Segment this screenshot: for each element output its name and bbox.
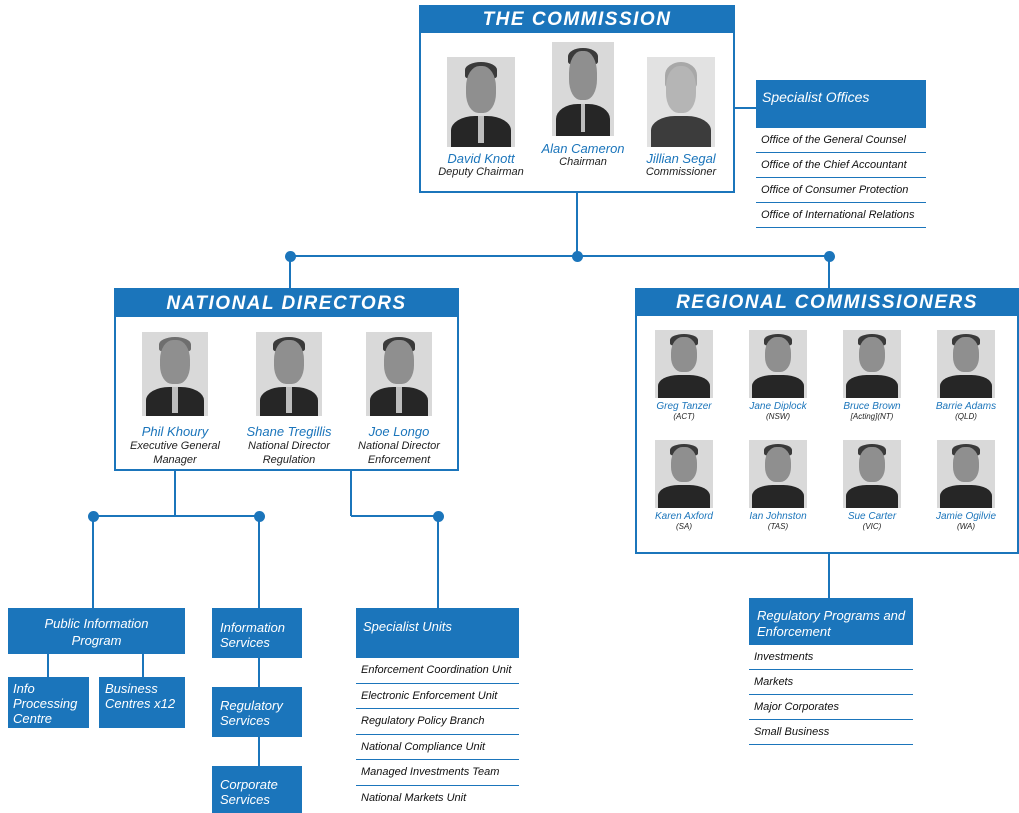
- person-name: Jillian Segal: [646, 151, 716, 166]
- regional-commissioner-person: Karen Axford(SA): [637, 440, 731, 531]
- person-role: Chairman: [559, 156, 607, 168]
- regional-commissioner-person: Sue Carter(VIC): [825, 440, 919, 531]
- list-item: Office of the Chief Accountant: [756, 153, 926, 178]
- regional-commissioners-panel: REGIONAL COMMISSIONERS Greg Tanzer(ACT)J…: [635, 288, 1019, 554]
- portrait-photo: [447, 57, 515, 147]
- junction-dot: [433, 511, 444, 522]
- person-region: (ACT): [673, 412, 695, 421]
- list-item: Investments: [749, 645, 913, 670]
- information-services-box: Information Services: [212, 608, 302, 658]
- list-item: Enforcement Coordination Unit: [356, 658, 519, 684]
- person-region: (VIC): [862, 522, 882, 531]
- person-role: National Director Regulation: [248, 440, 330, 466]
- person-name: David Knott: [447, 151, 515, 166]
- portrait-photo: [655, 330, 713, 398]
- commission-person: Alan Cameron Chairman: [531, 42, 635, 168]
- national-directors-panel: NATIONAL DIRECTORS Phil Khoury Executive…: [114, 288, 459, 471]
- junction-dot: [824, 251, 835, 262]
- person-name: Sue Carter: [847, 511, 897, 522]
- junction-dot: [285, 251, 296, 262]
- person-name: Alan Cameron: [541, 141, 625, 156]
- person-name: Ian Johnston: [749, 511, 807, 522]
- junction-dot: [88, 511, 99, 522]
- public-information-program-box: Public Information Program: [8, 608, 185, 654]
- person-name: Barrie Adams: [935, 401, 997, 412]
- person-region: (QLD): [955, 412, 977, 421]
- list-item: Managed Investments Team: [356, 760, 519, 786]
- regional-commissioner-person: Jamie Ogilvie(WA): [919, 440, 1013, 531]
- person-region: (TAS): [767, 522, 789, 531]
- portrait-photo: [647, 57, 715, 147]
- portrait-photo: [655, 440, 713, 508]
- regulatory-programs-title: Regulatory Programs and Enforcement: [749, 598, 913, 645]
- regional-commissioner-person: Barrie Adams(QLD): [919, 330, 1013, 421]
- corporate-services-box: Corporate Services: [212, 766, 302, 813]
- regional-commissioner-person: Greg Tanzer(ACT): [637, 330, 731, 421]
- national-director-person: Shane Tregillis National Director Regula…: [234, 332, 344, 467]
- regional-commissioner-person: Jane Diplock(NSW): [731, 330, 825, 421]
- person-role: Executive General Manager: [130, 440, 220, 466]
- person-region: (SA): [676, 522, 692, 531]
- national-directors-title: NATIONAL DIRECTORS: [116, 290, 457, 317]
- person-name: Shane Tregillis: [246, 424, 332, 439]
- commission-title: THE COMMISSION: [421, 7, 733, 33]
- portrait-photo: [256, 332, 322, 416]
- commission-panel: THE COMMISSION David Knott Deputy Chairm…: [419, 5, 735, 193]
- person-name: Jamie Ogilvie: [935, 511, 997, 522]
- person-name: Greg Tanzer: [656, 401, 712, 412]
- person-name: Phil Khoury: [141, 424, 209, 439]
- person-role: Deputy Chairman: [438, 166, 524, 178]
- portrait-photo: [142, 332, 208, 416]
- specialist-offices-title: Specialist Offices: [756, 80, 926, 128]
- regulatory-services-box: Regulatory Services: [212, 687, 302, 737]
- person-role: Commissioner: [645, 166, 717, 178]
- national-director-person: Phil Khoury Executive General Manager: [120, 332, 230, 467]
- regional-commissioner-person: Ian Johnston(TAS): [731, 440, 825, 531]
- portrait-photo: [366, 332, 432, 416]
- portrait-photo: [937, 440, 995, 508]
- portrait-photo: [843, 440, 901, 508]
- regional-commissioner-person: Bruce Brown[Acting](NT): [825, 330, 919, 421]
- person-role: National Director Enforcement: [358, 440, 440, 466]
- portrait-photo: [843, 330, 901, 398]
- portrait-photo: [749, 440, 807, 508]
- person-name: Bruce Brown: [843, 401, 901, 412]
- list-item: Major Corporates: [749, 695, 913, 720]
- portrait-photo: [937, 330, 995, 398]
- list-item: National Markets Unit: [361, 792, 467, 805]
- info-processing-centre-box: Info Processing Centre: [8, 677, 89, 728]
- list-item: Regulatory Policy Branch: [356, 709, 519, 735]
- person-name: Joe Longo: [368, 424, 430, 439]
- list-item: Electronic Enforcement Unit: [356, 684, 519, 709]
- person-name: Karen Axford: [655, 511, 713, 522]
- person-region: (NSW): [766, 412, 790, 421]
- business-centres-box: Business Centres x12: [99, 677, 185, 728]
- specialist-units-title: Specialist Units: [356, 608, 519, 658]
- list-item: Small Business: [749, 720, 913, 745]
- junction-dot: [572, 251, 583, 262]
- junction-dot: [254, 511, 265, 522]
- portrait-photo: [749, 330, 807, 398]
- list-item: National Compliance Unit: [356, 735, 519, 760]
- commission-person: David Knott Deputy Chairman: [429, 57, 533, 178]
- specialist-offices-box: Specialist Offices Office of the General…: [756, 80, 926, 228]
- list-item: Markets: [749, 670, 913, 695]
- person-name: Jane Diplock: [749, 401, 807, 412]
- list-item: Office of International Relations: [756, 203, 926, 228]
- national-director-person: Joe Longo National Director Enforcement: [344, 332, 454, 467]
- list-item: Office of Consumer Protection: [756, 178, 926, 203]
- list-item: Office of the General Counsel: [756, 128, 926, 153]
- commission-person: Jillian Segal Commissioner: [629, 57, 733, 178]
- portrait-photo: [552, 42, 614, 136]
- specialist-units-box: Specialist Units Enforcement Coordinatio…: [356, 608, 519, 811]
- person-region: [Acting](NT): [850, 412, 894, 421]
- person-region: (WA): [956, 522, 976, 531]
- regulatory-programs-box: Regulatory Programs and Enforcement Inve…: [749, 598, 913, 745]
- regional-commissioners-title: REGIONAL COMMISSIONERS: [637, 290, 1017, 316]
